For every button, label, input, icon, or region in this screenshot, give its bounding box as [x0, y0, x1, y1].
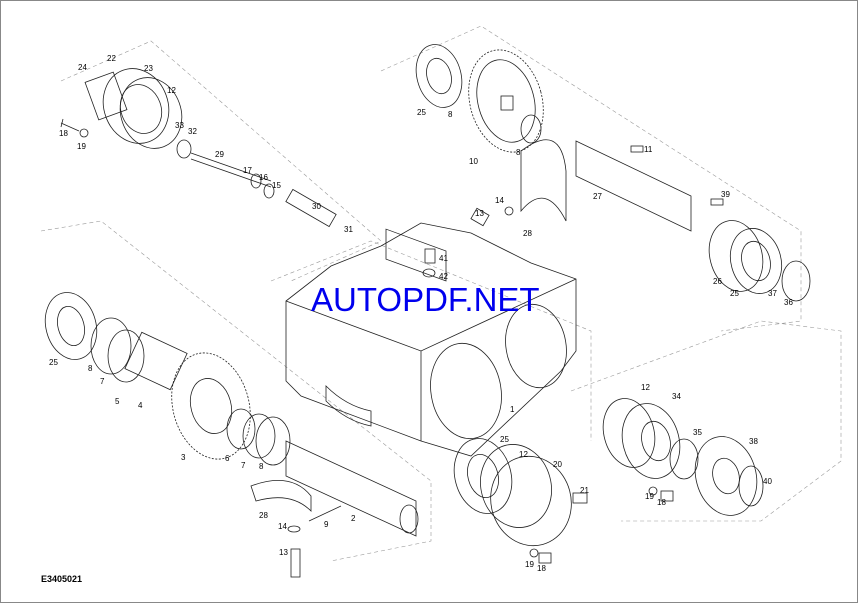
part-label: 30 — [312, 202, 321, 211]
part-label: 6 — [225, 454, 230, 463]
part-label: 3 — [181, 453, 186, 462]
bottom-cover — [453, 438, 588, 564]
part-label: 28 — [259, 511, 268, 520]
part-label: 25 — [730, 289, 739, 298]
part-label: 39 — [721, 190, 730, 199]
part-label: 8 — [516, 148, 521, 157]
part-label: 4 — [138, 401, 143, 410]
part-label: 25 — [417, 108, 426, 117]
part-label: 2 — [351, 514, 356, 523]
part-label: 8 — [88, 364, 93, 373]
part-label: 19 — [77, 142, 86, 151]
part-label: 37 — [768, 289, 777, 298]
part-label: 12 — [167, 86, 176, 95]
part-label: 10 — [469, 157, 478, 166]
part-label: 13 — [475, 209, 484, 218]
part-label: 32 — [188, 127, 197, 136]
part-label: 19 — [525, 560, 534, 569]
part-label: 14 — [278, 522, 287, 531]
part-label: 7 — [241, 461, 246, 470]
part-label: 36 — [784, 298, 793, 307]
part-label: 35 — [693, 428, 702, 437]
part-label: 20 — [553, 460, 562, 469]
part-label: 8 — [448, 110, 453, 119]
part-label: 19 — [645, 492, 654, 501]
group-outlines — [40, 25, 842, 562]
figure-code: E3405021 — [41, 574, 83, 584]
part-label: 12 — [519, 450, 528, 459]
part-label: 34 — [672, 392, 681, 401]
part-label: 41 — [439, 254, 448, 263]
part-label: 31 — [344, 225, 353, 234]
part-label: 8 — [259, 462, 264, 471]
gear-housing — [285, 222, 577, 457]
part-label: 18 — [657, 498, 666, 507]
part-label: 28 — [523, 229, 532, 238]
part-label: 5 — [115, 397, 120, 406]
part-label: 15 — [272, 181, 281, 190]
part-label: 25 — [500, 435, 509, 444]
part-label: 23 — [144, 64, 153, 73]
part-label: 42 — [439, 272, 448, 281]
part-label: 1 — [510, 405, 515, 414]
part-label: 18 — [59, 129, 68, 138]
part-label: 18 — [537, 564, 546, 573]
watermark: AUTOPDF.NET — [311, 281, 540, 318]
part-label: 38 — [749, 437, 758, 446]
part-label: 26 — [713, 277, 722, 286]
part-label: 17 — [243, 166, 252, 175]
part-label: 7 — [100, 377, 105, 386]
part-label: 16 — [259, 173, 268, 182]
part-label: 40 — [763, 477, 772, 486]
upper-gear-shaft — [415, 44, 811, 302]
part-label: 21 — [580, 486, 589, 495]
part-label: 25 — [49, 358, 58, 367]
part-label: 29 — [215, 150, 224, 159]
part-label: 14 — [495, 196, 504, 205]
part-label: 9 — [324, 520, 329, 529]
part-label: 24 — [78, 63, 87, 72]
part-label: 27 — [593, 192, 602, 201]
part-label: 22 — [107, 54, 116, 63]
part-label: 33 — [175, 121, 184, 130]
part-label: 13 — [279, 548, 288, 557]
lower-gear-shaft — [44, 292, 419, 578]
flange-assembly — [60, 68, 337, 228]
part-label: 12 — [641, 383, 650, 392]
output-flange-assembly — [602, 398, 764, 516]
part-label: 11 — [644, 145, 653, 154]
